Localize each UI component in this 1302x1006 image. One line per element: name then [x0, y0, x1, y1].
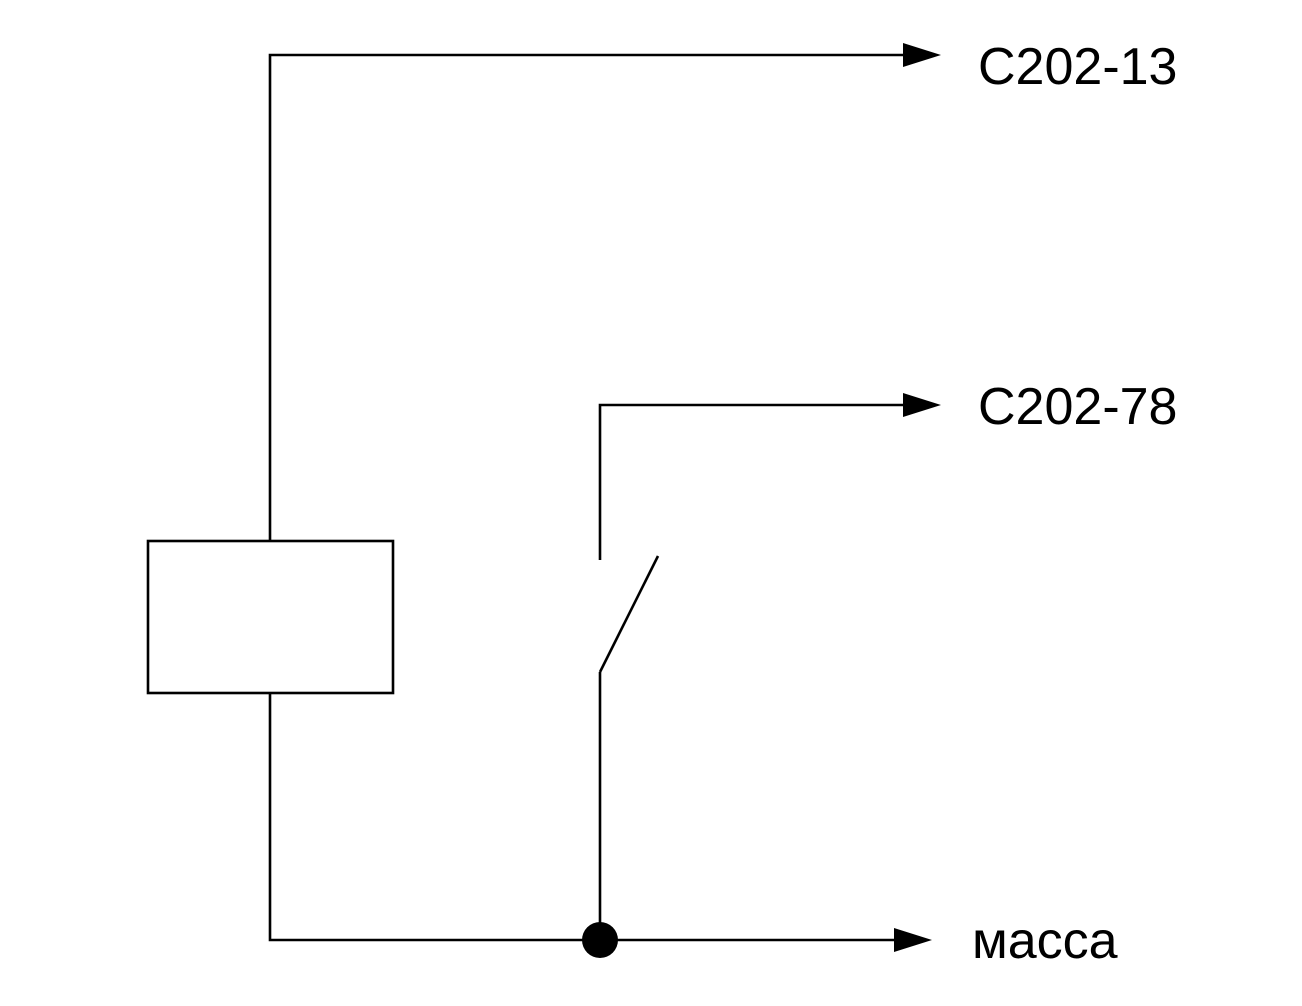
arrow-right-icon — [894, 928, 932, 952]
ground-label: масса — [972, 912, 1118, 970]
wire-middle-c202-78 — [598, 403, 904, 560]
arrow-right-icon — [903, 393, 941, 417]
connector-label-middle: C202-78 — [978, 378, 1177, 436]
switch-blade — [598, 555, 660, 673]
junction-dot — [582, 922, 618, 958]
wire-top-c202-13 — [268, 53, 904, 541]
connector-label-top: C202-13 — [978, 38, 1177, 96]
wire-bottom-ground — [268, 693, 895, 942]
component-box — [146, 539, 395, 695]
arrow-right-icon — [903, 43, 941, 67]
